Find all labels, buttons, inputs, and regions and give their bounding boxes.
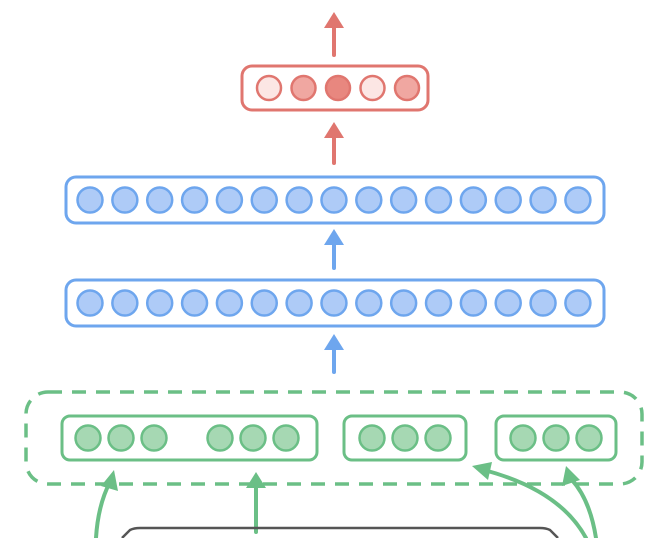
output-unit xyxy=(324,74,352,102)
embedding-group-2 xyxy=(342,414,468,462)
hidden-unit xyxy=(145,186,174,214)
output-top-arrow xyxy=(324,12,344,57)
hidden-unit xyxy=(529,289,557,317)
output-unit xyxy=(255,74,283,102)
hidden-layer-top xyxy=(64,175,606,225)
hidden-unit xyxy=(564,186,592,214)
input-unit xyxy=(140,424,168,452)
hidden-unit xyxy=(529,186,557,214)
hidden-unit xyxy=(320,186,348,214)
input-unit xyxy=(575,424,603,452)
input-unit xyxy=(509,424,537,452)
input-dashed-container xyxy=(24,390,644,486)
input-unit xyxy=(358,424,386,452)
hidden-unit xyxy=(564,289,592,317)
hidden-unit xyxy=(180,186,209,214)
hidden-unit xyxy=(111,289,139,317)
incoming-arrow-4 xyxy=(562,466,598,538)
hidden-unit xyxy=(285,289,313,317)
hidden-unit xyxy=(215,186,244,214)
hidden-unit xyxy=(145,289,174,317)
hidden-unit xyxy=(250,186,278,214)
hidden-unit xyxy=(76,289,104,317)
hidden-to-hidden-arrow xyxy=(324,229,344,270)
input-unit xyxy=(74,424,102,452)
embedding-group-3 xyxy=(494,414,618,462)
incoming-arrow-3 xyxy=(472,462,588,538)
bottom-box-edge xyxy=(121,526,559,538)
hidden-unit xyxy=(285,186,313,214)
hidden-unit xyxy=(180,289,209,317)
input-unit xyxy=(107,424,135,452)
incoming-arrow-2 xyxy=(246,472,266,534)
hidden-unit xyxy=(320,289,348,317)
hidden-to-output-arrow xyxy=(324,122,344,165)
output-layer xyxy=(240,64,430,112)
input-unit xyxy=(424,424,452,452)
hidden-unit xyxy=(355,186,383,214)
input-unit xyxy=(239,424,267,452)
hidden-unit xyxy=(494,289,522,317)
hidden-unit xyxy=(215,289,244,317)
hidden-unit xyxy=(424,186,453,214)
incoming-arrow-1 xyxy=(94,470,118,538)
hidden-unit xyxy=(459,186,488,214)
hidden-unit xyxy=(250,289,278,317)
input-unit xyxy=(272,424,300,452)
hidden-unit xyxy=(459,289,488,317)
input-to-hidden-arrow xyxy=(324,334,344,374)
output-unit xyxy=(393,74,421,102)
hidden-layer-bottom xyxy=(64,278,606,328)
hidden-unit xyxy=(389,186,418,214)
hidden-unit xyxy=(111,186,139,214)
hidden-unit xyxy=(494,186,522,214)
hidden-unit xyxy=(389,289,418,317)
output-unit xyxy=(290,74,317,102)
hidden-unit xyxy=(355,289,383,317)
output-unit xyxy=(359,74,386,102)
input-unit xyxy=(391,424,419,452)
input-unit xyxy=(542,424,570,452)
embedding-group-1 xyxy=(60,414,319,462)
input-unit xyxy=(206,424,234,452)
hidden-unit xyxy=(76,186,104,214)
hidden-unit xyxy=(424,289,453,317)
